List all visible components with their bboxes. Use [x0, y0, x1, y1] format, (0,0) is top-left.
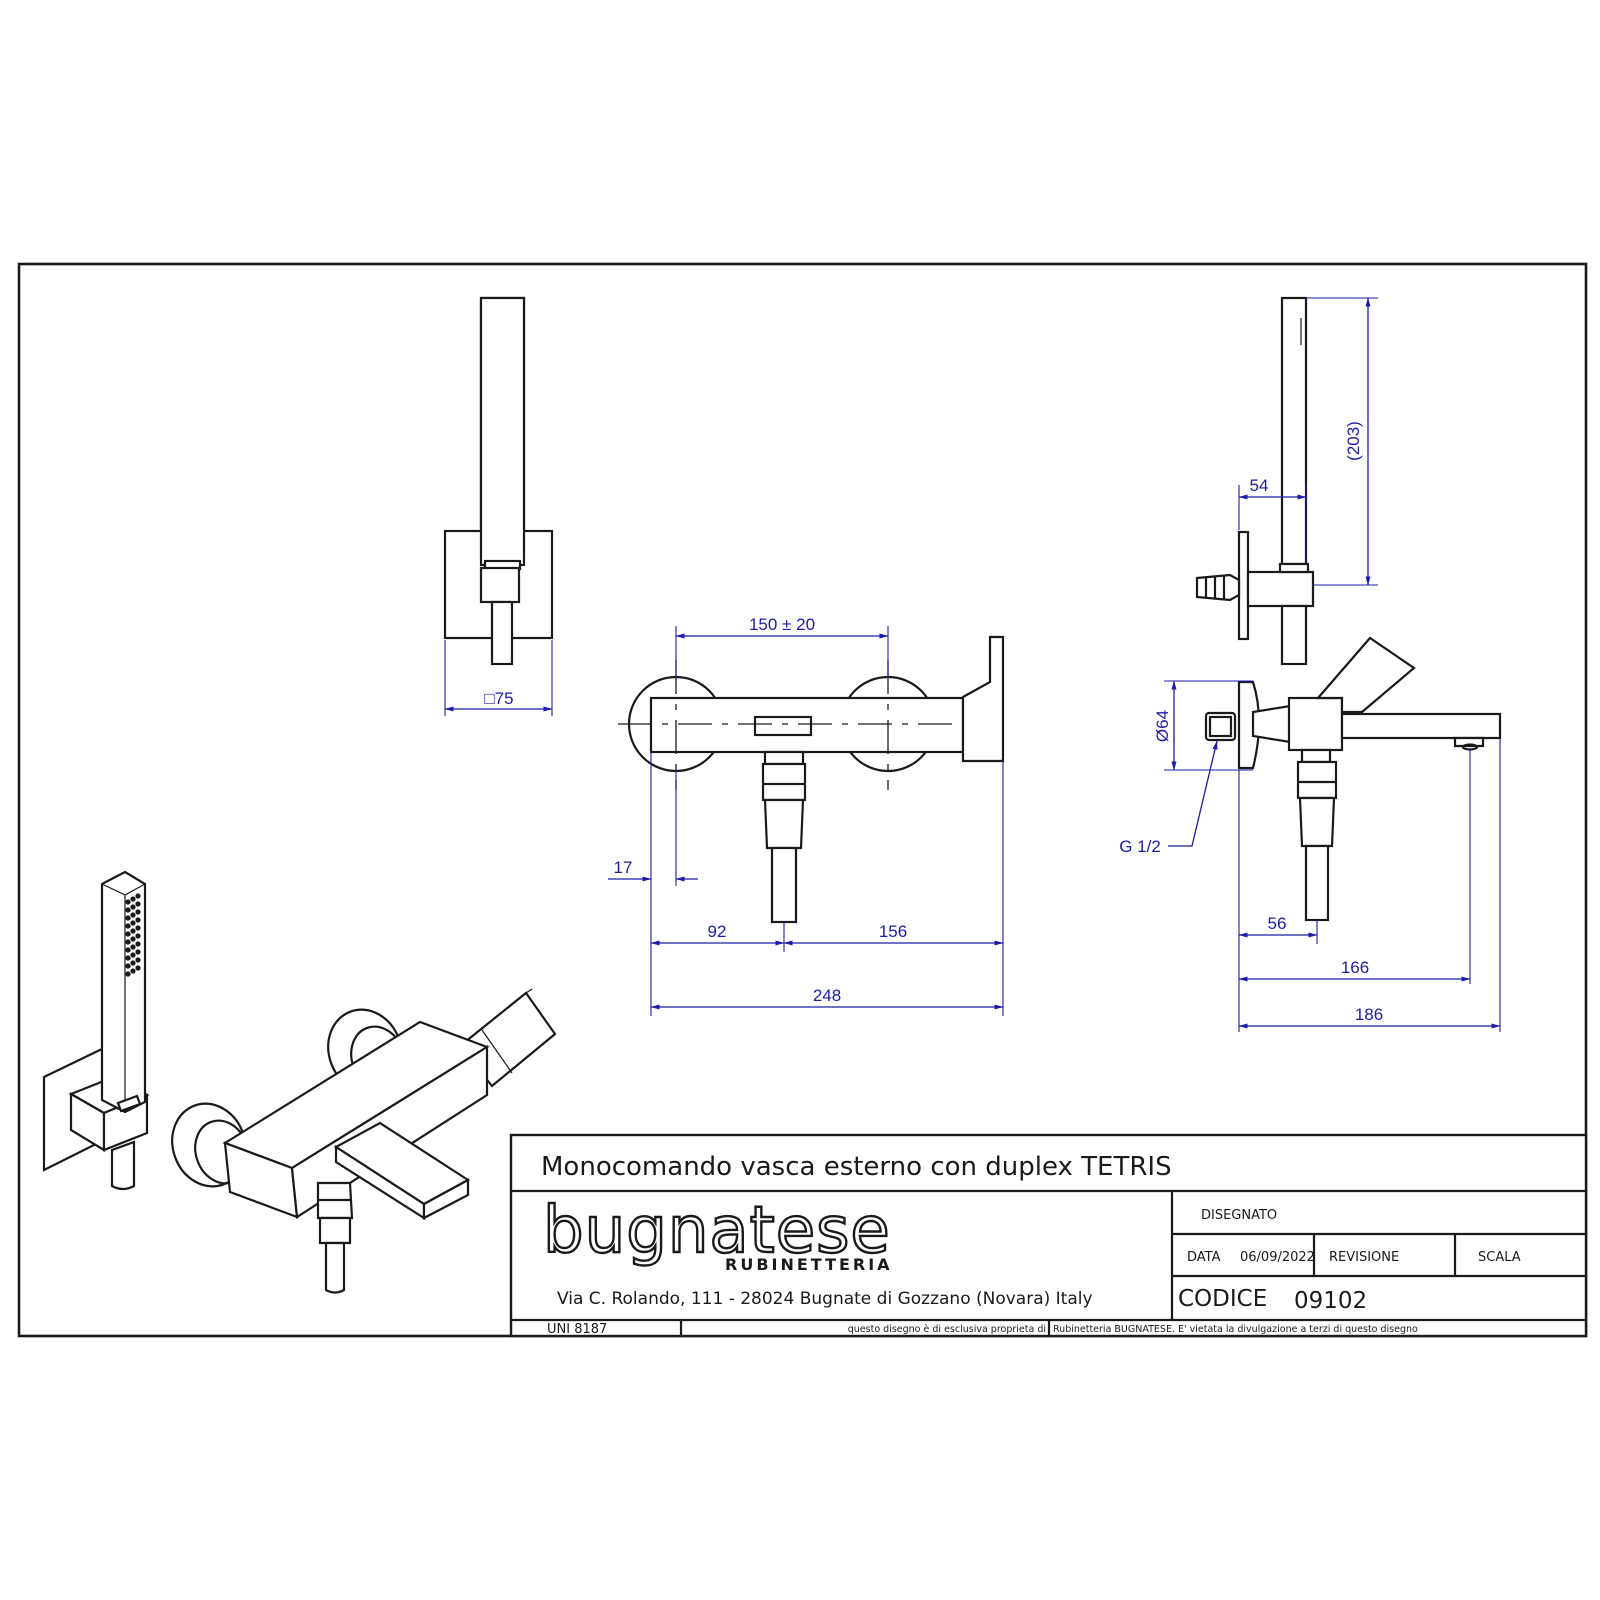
scala-label: SCALA [1478, 1250, 1521, 1265]
nozzle-dot [125, 939, 131, 945]
dim-rosette-diameter: Ø64 [1153, 710, 1172, 742]
nozzle-dot [125, 907, 131, 913]
data-label: DATA [1187, 1250, 1221, 1265]
nozzle-dot [135, 901, 141, 907]
dim-handshower-height: (203) [1344, 421, 1363, 461]
nozzle-dot [135, 933, 141, 939]
nozzle-dot [130, 960, 136, 966]
isometric-handshower [42, 870, 150, 1191]
nozzle-dot [130, 968, 136, 974]
standard-label: UNI 8187 [547, 1322, 607, 1337]
drawing-title: Monocomando vasca esterno con duplex TET… [541, 1152, 1172, 1182]
dim-centres: 150 ± 20 [749, 615, 815, 634]
data-value: 06/09/2022 [1240, 1250, 1315, 1265]
nozzle-dot [130, 952, 136, 958]
copyright-right: Rubinetteria BUGNATESE. E' vietata la di… [1053, 1324, 1418, 1335]
revisione-label: REVISIONE [1329, 1250, 1399, 1265]
nozzle-dot [130, 896, 136, 902]
nozzle-dot [130, 936, 136, 942]
nozzle-dot [125, 899, 131, 905]
dim-bracket-square: □75 [484, 689, 513, 708]
dim-eccentric: 17 [614, 858, 633, 877]
nozzle-dot [125, 923, 131, 929]
isometric-mixer [171, 988, 557, 1294]
nozzle-dot [125, 931, 131, 937]
nozzle-dot [135, 917, 141, 923]
nozzle-dot [125, 963, 131, 969]
nozzle-dot [135, 893, 141, 899]
nozzle-dot [125, 955, 131, 961]
nozzle-dot [130, 944, 136, 950]
codice-value: 09102 [1294, 1288, 1367, 1314]
nozzle-dot [130, 904, 136, 910]
dim-overall-width: 248 [813, 986, 841, 1005]
nozzle-dot [130, 912, 136, 918]
company-logo-sub: RUBINETTERIA [725, 1255, 893, 1274]
dim-spout-depth: 166 [1341, 958, 1369, 977]
company-address: Via C. Rolando, 111 - 28024 Bugnate di G… [557, 1289, 1093, 1309]
nozzle-dot [135, 909, 141, 915]
disegnato-label: DISEGNATO [1201, 1208, 1277, 1223]
nozzle-dot [135, 957, 141, 963]
nozzle-dot [125, 971, 131, 977]
nozzle-dot [130, 928, 136, 934]
mixer-front-view: 150 ± 20 17 92 156 248 [608, 615, 1005, 1016]
dim-overall-depth: 186 [1355, 1005, 1383, 1024]
codice-label: CODICE [1178, 1286, 1267, 1312]
dim-connection-thread: G 1/2 [1119, 837, 1161, 856]
nozzle-dot [125, 947, 131, 953]
company-logo: bugnatese [543, 1194, 891, 1268]
handshower-side-view: (203) 54 [1195, 296, 1378, 666]
nozzle-dot [135, 949, 141, 955]
title-block: Monocomando vasca esterno con duplex TET… [509, 1133, 1588, 1338]
nozzle-dot [125, 915, 131, 921]
dim-outlet-to-right: 156 [879, 922, 907, 941]
nozzle-dot [135, 965, 141, 971]
nozzle-dot [135, 925, 141, 931]
dim-bracket-depth: 54 [1250, 476, 1269, 495]
copyright-left: questo disegno è di esclusiva proprieta … [848, 1324, 1046, 1335]
dim-left-to-outlet: 92 [708, 922, 727, 941]
wall-bracket-front-view: □75 [443, 296, 554, 716]
mixer-side-view: Ø64 G 1/2 56 166 186 [1119, 636, 1502, 1032]
nozzle-dot [130, 920, 136, 926]
dim-outlet-depth: 56 [1268, 914, 1287, 933]
nozzle-dot [135, 941, 141, 947]
iso-nozzle-grid [125, 893, 141, 977]
